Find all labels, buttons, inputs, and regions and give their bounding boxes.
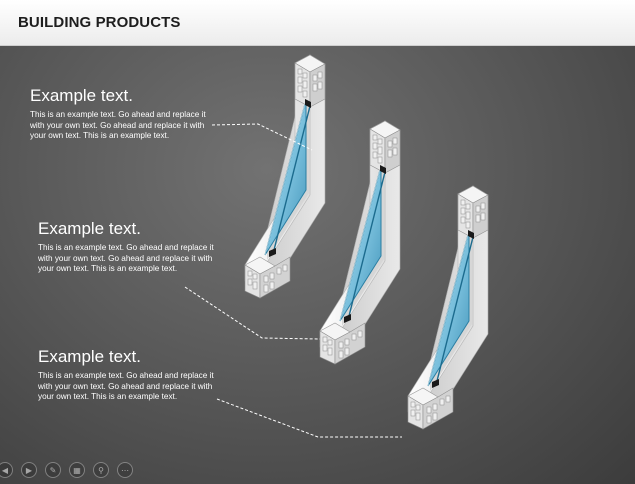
pen-icon[interactable]: ✎: [45, 462, 61, 478]
window-profile-1: [244, 54, 326, 299]
text-block-heading: Example text.: [38, 219, 141, 238]
text-block-3: Example text. This is an example text. G…: [38, 347, 223, 403]
header-bar: BUILDING PRODUCTS: [0, 0, 635, 46]
text-block-body: This is an example text. Go ahead and re…: [30, 110, 206, 141]
page-title: BUILDING PRODUCTS: [18, 14, 181, 31]
text-block-heading: Example text.: [30, 86, 133, 105]
window-profile-2: [319, 120, 401, 365]
leader-line-2: [184, 286, 321, 340]
next-slide-icon[interactable]: ▶: [21, 462, 37, 478]
leader-line-3: [216, 398, 402, 438]
more-options-icon[interactable]: ⋯: [117, 462, 133, 478]
slideshow-controls: ◀ ▶ ✎ ▦ ⚲ ⋯: [0, 462, 140, 482]
text-block-1: Example text. This is an example text. G…: [30, 86, 215, 142]
zoom-icon[interactable]: ⚲: [93, 462, 109, 478]
previous-slide-icon[interactable]: ◀: [0, 462, 13, 478]
text-block-2: Example text. This is an example text. G…: [38, 219, 223, 275]
slides-icon[interactable]: ▦: [69, 462, 85, 478]
text-block-body: This is an example text. Go ahead and re…: [38, 243, 214, 274]
window-profile-3: [407, 185, 489, 430]
text-block-body: This is an example text. Go ahead and re…: [38, 371, 214, 402]
leader-line-1: [211, 123, 313, 151]
text-block-heading: Example text.: [38, 347, 141, 366]
